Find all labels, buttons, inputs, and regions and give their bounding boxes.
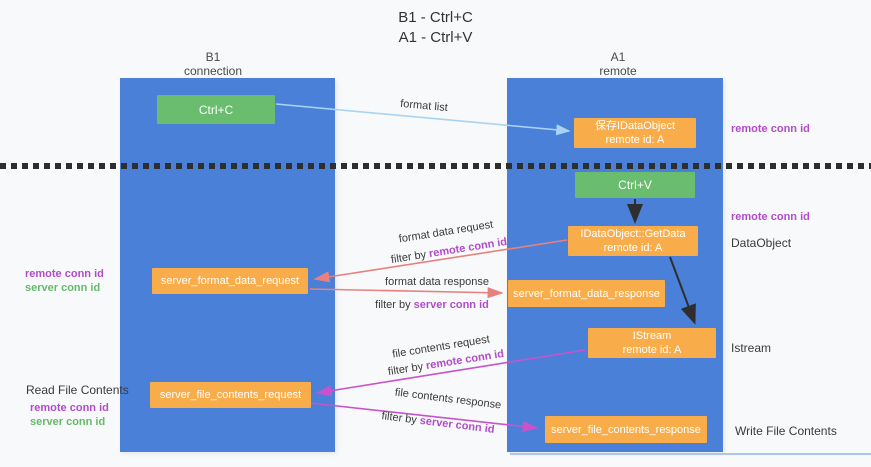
flow-label-format-data-response-filter: filter by server conn id bbox=[375, 299, 489, 311]
node-ctrl-c: Ctrl+C bbox=[157, 95, 275, 124]
title-line-1: B1 - Ctrl+C bbox=[398, 9, 473, 26]
server-conn-id-highlight: server conn id bbox=[413, 299, 489, 311]
right-label-dataobject: DataObject bbox=[731, 236, 792, 250]
flow-label-file-contents-response-filter: filter by server conn id bbox=[381, 410, 495, 436]
filter-by-text: filter by bbox=[387, 360, 428, 379]
node-server-format-data-response: server_format_data_response bbox=[508, 280, 665, 307]
diagram-title: B1 - Ctrl+C A1 - Ctrl+V bbox=[0, 8, 871, 48]
node-istream-line1: IStream bbox=[632, 330, 672, 342]
flow-label-format-list: format list bbox=[399, 97, 449, 115]
lane-b1-title: B1 bbox=[205, 50, 221, 64]
node-ctrl-v: Ctrl+V bbox=[575, 172, 695, 198]
node-server-format-data-request: server_format_data_request bbox=[152, 268, 308, 294]
lane-header-a1: A1 remote bbox=[558, 50, 678, 78]
left-label-server-conn-id-2: server conn id bbox=[30, 416, 106, 428]
node-server-format-data-request-label: server_format_data_request bbox=[160, 275, 300, 287]
node-idataobject-getdata-line1: IDataObject::GetData bbox=[580, 228, 686, 240]
node-istream-line2: remote id: A bbox=[622, 344, 682, 356]
lane-header-b1: B1 connection bbox=[153, 50, 273, 78]
filter-by-text: filter by bbox=[380, 410, 421, 427]
filter-by-text: filter by bbox=[390, 248, 431, 267]
node-server-file-contents-response: server_file_contents_response bbox=[545, 416, 707, 443]
lane-a1-title: A1 bbox=[610, 50, 626, 64]
node-istream: IStream remote id: A bbox=[588, 328, 716, 358]
node-server-file-contents-request: server_file_contents_request bbox=[150, 382, 311, 408]
flow-label-format-data-response: format data response bbox=[385, 276, 489, 288]
left-label-remote-conn-id-2: remote conn id bbox=[30, 402, 109, 414]
filter-by-text: filter by bbox=[375, 299, 414, 311]
node-ctrl-c-label: Ctrl+C bbox=[198, 102, 234, 117]
right-label-istream: Istream bbox=[731, 341, 772, 355]
right-label-write-file-contents: Write File Contents bbox=[735, 424, 837, 438]
arrow-format-data-response bbox=[309, 287, 504, 299]
server-conn-id-highlight: server conn id bbox=[419, 414, 496, 436]
lane-a1-subtitle: remote bbox=[599, 64, 637, 78]
node-server-file-contents-response-label: server_file_contents_response bbox=[551, 423, 701, 436]
flow-label-file-contents-response: file contents response bbox=[394, 386, 502, 412]
left-label-server-conn-id-1: server conn id bbox=[25, 282, 101, 294]
title-line-2: A1 - Ctrl+V bbox=[398, 29, 473, 46]
node-server-format-data-response-label: server_format_data_response bbox=[513, 287, 660, 300]
node-server-file-contents-request-label: server_file_contents_request bbox=[159, 389, 302, 401]
lane-b1-subtitle: connection bbox=[183, 64, 243, 78]
left-label-read-file-contents: Read File Contents bbox=[26, 383, 129, 397]
node-save-idataobject: 保存IDataObject remote id: A bbox=[574, 118, 696, 148]
node-save-idataobject-line1: 保存IDataObject bbox=[594, 120, 676, 132]
node-ctrl-v-label: Ctrl+V bbox=[618, 178, 652, 192]
dashed-separator-line bbox=[0, 163, 871, 169]
left-label-remote-conn-id-1: remote conn id bbox=[25, 268, 104, 280]
right-label-remote-conn-id-1: remote conn id bbox=[731, 123, 810, 135]
right-label-remote-conn-id-2: remote conn id bbox=[731, 211, 810, 223]
node-save-idataobject-line2: remote id: A bbox=[605, 134, 665, 146]
remote-conn-id-highlight: remote conn id bbox=[428, 235, 508, 261]
node-idataobject-getdata-line2: remote id: A bbox=[603, 242, 663, 254]
node-idataobject-getdata: IDataObject::GetData remote id: A bbox=[568, 226, 698, 256]
